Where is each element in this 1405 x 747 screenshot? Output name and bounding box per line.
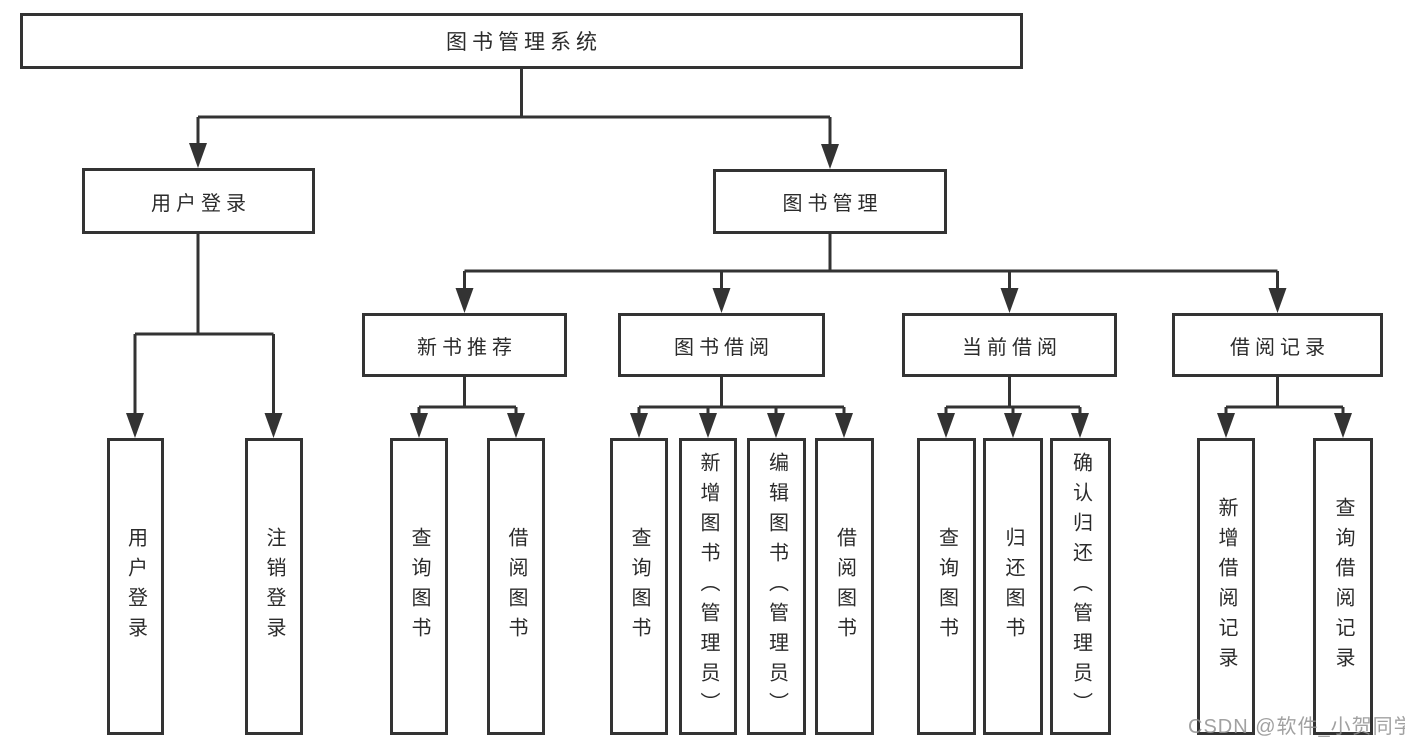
- node-leaf-return-book: 归还图书: [983, 438, 1043, 735]
- node-label: 当前借阅: [962, 336, 1062, 359]
- node-leaf-borrow-books-1: 借阅图书: [487, 438, 545, 735]
- node-label: 借阅图书: [833, 526, 856, 647]
- node-label: 图书借阅: [674, 336, 774, 359]
- node-current-borrowing: 当前借阅: [902, 313, 1117, 377]
- node-label: 新增图书（管理员）: [697, 451, 719, 722]
- node-leaf-query-books-2: 查询图书: [610, 438, 668, 735]
- node-label: 借阅记录: [1230, 336, 1330, 359]
- node-leaf-confirm-return-admin: 确认归还（管理员）: [1050, 438, 1111, 735]
- node-label: 编辑图书（管理员）: [765, 451, 788, 722]
- node-book-management: 图书管理: [713, 169, 947, 234]
- node-label: 用户登录: [151, 192, 251, 215]
- node-label: 图书管理系统: [446, 31, 602, 54]
- node-label: 借阅图书: [505, 526, 527, 647]
- node-leaf-user-login: 用户登录: [107, 438, 164, 735]
- node-label: 查询图书: [628, 526, 650, 647]
- node-book-borrowing: 图书借阅: [618, 313, 825, 377]
- node-label: 归还图书: [1002, 526, 1024, 647]
- node-leaf-borrow-books-2: 借阅图书: [815, 438, 874, 735]
- csdn-watermark: CSDN @软件_小贺同学: [1188, 716, 1405, 738]
- node-user-login: 用户登录: [82, 168, 315, 234]
- node-leaf-query-borrow-record: 查询借阅记录: [1313, 438, 1373, 735]
- connector-paths: [133, 69, 1345, 424]
- node-label: 确认归还（管理员）: [1069, 451, 1092, 722]
- node-label: 查询借阅记录: [1332, 496, 1354, 677]
- node-leaf-query-books-1: 查询图书: [390, 438, 448, 735]
- node-borrowing-records: 借阅记录: [1172, 313, 1383, 377]
- node-label: 新增借阅记录: [1215, 496, 1237, 677]
- node-new-book-recommendation: 新书推荐: [362, 313, 567, 377]
- node-label: 新书推荐: [417, 336, 517, 359]
- node-root-library-system: 图书管理系统: [20, 13, 1023, 69]
- node-label: 注销登录: [263, 526, 285, 647]
- node-leaf-edit-book-admin: 编辑图书（管理员）: [747, 438, 806, 735]
- node-leaf-query-books-3: 查询图书: [917, 438, 976, 735]
- node-label: 图书管理: [782, 193, 883, 215]
- node-label: 查询图书: [408, 526, 430, 647]
- node-label: 查询图书: [935, 526, 958, 647]
- node-leaf-add-book-admin: 新增图书（管理员）: [679, 438, 737, 735]
- arrowheads: [126, 143, 1352, 438]
- node-label: 用户登录: [124, 526, 147, 647]
- node-leaf-logout: 注销登录: [245, 438, 303, 735]
- node-leaf-add-borrow-record: 新增借阅记录: [1197, 438, 1255, 735]
